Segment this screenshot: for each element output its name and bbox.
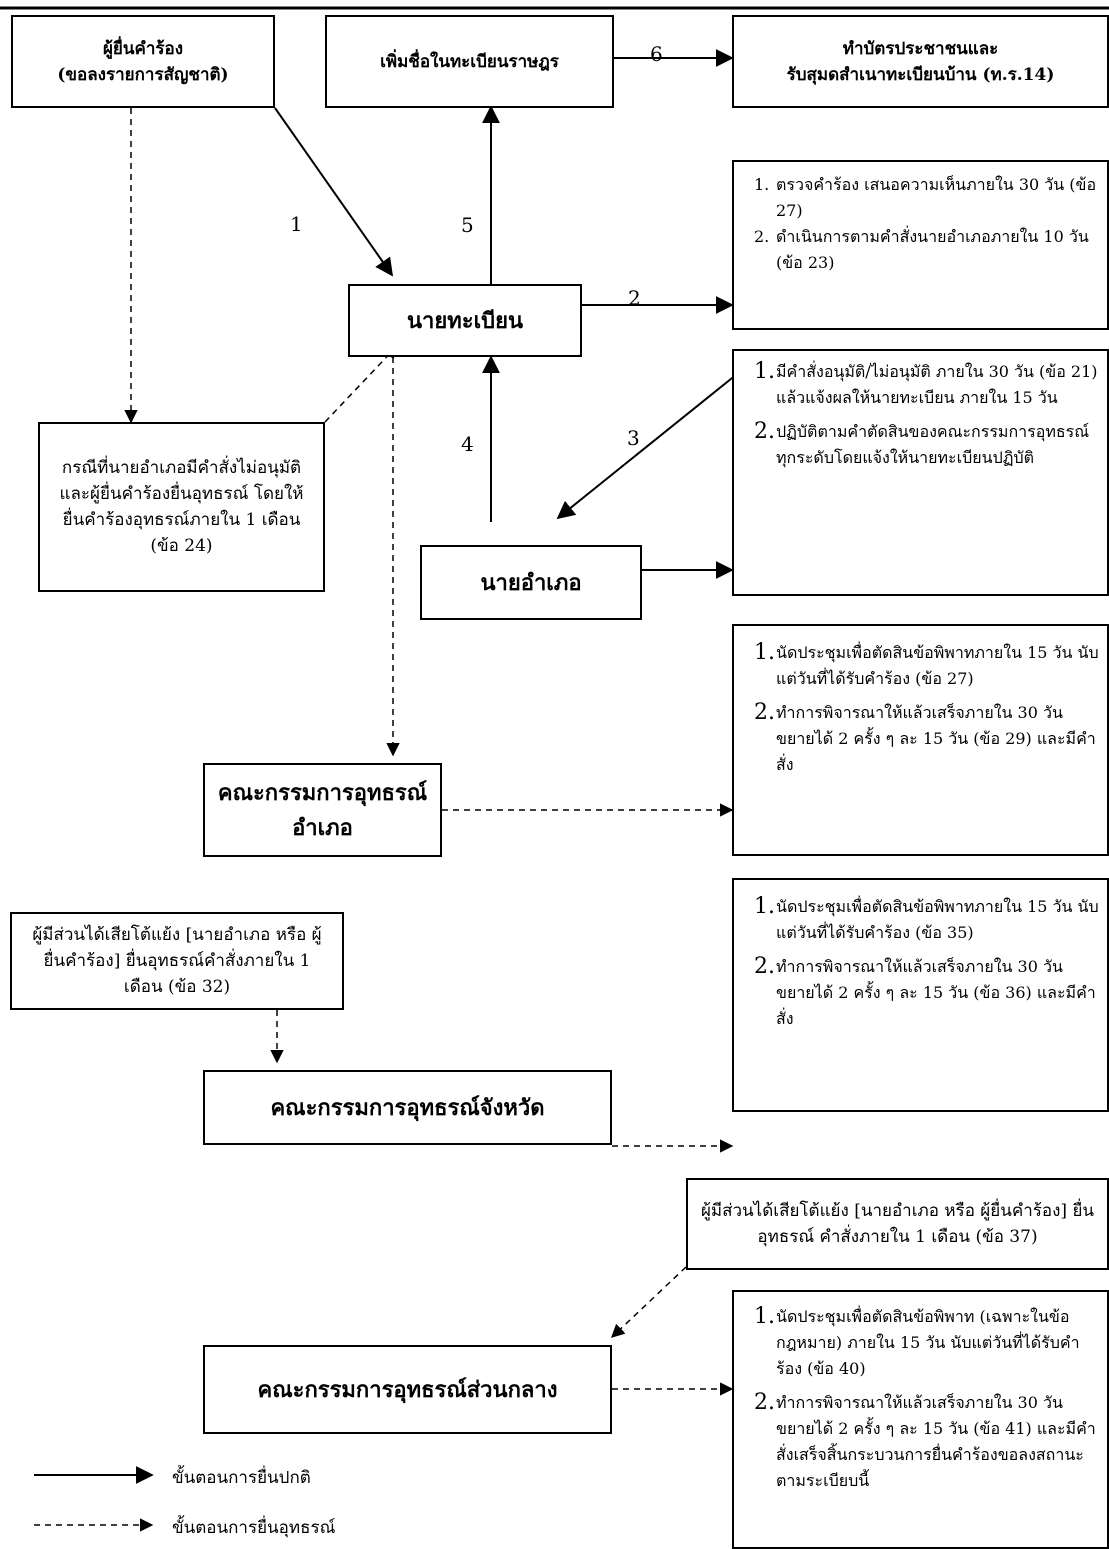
central-committee-duties-box: 1.นัดประชุมเพื่อตัดสินข้อพิพาท (เฉพาะในข… [732, 1290, 1109, 1549]
province-committee-box: คณะกรรมการอุทธรณ์จังหวัด [203, 1070, 612, 1145]
id-card-box: ทำบัตรประชาชนและ รับสุมดสำเนาทะเบียนบ้าน… [732, 15, 1109, 108]
province-duty-2: 2.ทำการพิจารณาให้แล้วเสร็จภายใน 30 วัน ข… [754, 954, 1096, 1028]
central-duty-1: 1.นัดประชุมเพื่อตัดสินข้อพิพาท (เฉพาะในข… [754, 1304, 1080, 1378]
appeal-case-text: กรณีที่นายอำเภอมีคำสั่งไม่อนุมัติ และผู้… [59, 458, 304, 556]
list-number: 2. [754, 700, 775, 725]
central-committee-box: คณะกรรมการอุทธรณ์ส่วนกลาง [203, 1345, 612, 1434]
district-committee-duties-box: 1.นัดประชุมเพื่อตัดสินข้อพิพาทภายใน 15 ว… [732, 624, 1109, 856]
district-duty-1: 1.นัดประชุมเพื่อตัดสินข้อพิพาทภายใน 15 ว… [754, 640, 1099, 688]
step-label-2: 2 [628, 286, 641, 310]
list-number: 1. [754, 1304, 775, 1329]
list-number: 2. [754, 954, 775, 979]
registrar-label: นายทะเบียน [406, 308, 523, 334]
province-appeal-box: ผู้มีส่วนได้เสียโต้แย้ง [นายอำเภอ หรือ ผ… [10, 912, 344, 1010]
dash-case-to-registrar [324, 345, 398, 423]
central-duty-2: 2.ทำการพิจารณาให้แล้วเสร็จภายใน 30 วัน ข… [754, 1390, 1096, 1490]
list-number: 2. [754, 1390, 775, 1415]
id-card-line-2: รับสุมดสำเนาทะเบียนบ้าน (ท.ร.14) [786, 64, 1055, 85]
district-duty-2: 2.ทำการพิจารณาให้แล้วเสร็จภายใน 30 วัน ข… [754, 700, 1096, 774]
registrar-duties-box: 1.ตรวจคำร้อง เสนอความเห็นภายใน 30 วัน (ข… [732, 160, 1109, 330]
petitioner-subtitle: (ขอลงรายการสัญชาติ) [57, 64, 229, 85]
step-label-6: 6 [650, 42, 663, 66]
step-label-5: 5 [461, 213, 474, 237]
registrar-box: นายทะเบียน [348, 284, 582, 357]
appeal-case-box: กรณีที่นายอำเภอมีคำสั่งไม่อนุมัติ และผู้… [38, 422, 325, 592]
province-duty-1: 1.นัดประชุมเพื่อตัดสินข้อพิพาทภายใน 15 ว… [754, 894, 1099, 942]
list-number: 2. [754, 419, 775, 444]
registrar-duty-1: 1.ตรวจคำร้อง เสนอความเห็นภายใน 30 วัน (ข… [754, 172, 1101, 224]
list-number: 1. [754, 640, 775, 665]
list-number: 1. [754, 359, 775, 384]
add-name-box: เพิ่มชื่อในทะเบียนราษฎร [325, 15, 614, 108]
step-label-1: 1 [290, 212, 303, 236]
add-name-label: เพิ่มชื่อในทะเบียนราษฎร [380, 51, 559, 72]
arrow-step-1 [274, 107, 394, 277]
district-committee-label: คณะกรรมการอุทธรณ์อำเภอ [217, 780, 428, 841]
district-chief-label: นายอำเภอ [480, 570, 582, 596]
central-committee-label: คณะกรรมการอุทธรณ์ส่วนกลาง [257, 1377, 558, 1403]
chief-duty-1: 1.มีคำสั่งอนุมัติ/ไม่อนุมัติ ภายใน 30 วั… [754, 359, 1098, 407]
list-number: 1. [754, 894, 775, 919]
chief-duty-2: 2.ปฏิบัติตามคำตัดสินของคณะกรรมการอุทธรณ์… [754, 419, 1090, 467]
legend-normal-label: ขั้นตอนการยื่นปกติ [172, 1468, 311, 1488]
central-appeal-box: ผู้มีส่วนได้เสียโต้แย้ง [นายอำเภอ หรือ ผ… [686, 1178, 1109, 1270]
petitioner-title: ผู้ยื่นคำร้อง [102, 38, 184, 59]
dash-appeal-to-central [611, 1266, 687, 1338]
province-committee-duties-box: 1.นัดประชุมเพื่อตัดสินข้อพิพาทภายใน 15 ว… [732, 878, 1109, 1112]
arrow-step-3 [556, 361, 753, 520]
district-chief-box: นายอำเภอ [420, 545, 642, 620]
province-committee-label: คณะกรรมการอุทธรณ์จังหวัด [270, 1095, 545, 1121]
id-card-line-1: ทำบัตรประชาชนและ [842, 38, 999, 59]
list-number: 1. [754, 175, 770, 194]
step-label-4: 4 [461, 432, 474, 456]
province-appeal-text: ผู้มีส่วนได้เสียโต้แย้ง [นายอำเภอ หรือ ผ… [32, 925, 322, 997]
central-appeal-text: ผู้มีส่วนได้เสียโต้แย้ง [นายอำเภอ หรือ ผ… [700, 1201, 1095, 1247]
petitioner-box: ผู้ยื่นคำร้อง (ขอลงรายการสัญชาติ) [11, 15, 275, 108]
list-number: 2. [754, 227, 770, 246]
registrar-duty-2: 2.ดำเนินการตามคำสั่งนายอำเภอภายใน 10 วัน… [754, 224, 1101, 276]
step-label-3: 3 [627, 426, 640, 450]
district-committee-box: คณะกรรมการอุทธรณ์อำเภอ [203, 763, 442, 857]
legend-appeal-label: ขั้นตอนการยื่นอุทธรณ์ [172, 1518, 336, 1538]
chief-duties-box: 1.มีคำสั่งอนุมัติ/ไม่อนุมัติ ภายใน 30 วั… [732, 349, 1109, 596]
